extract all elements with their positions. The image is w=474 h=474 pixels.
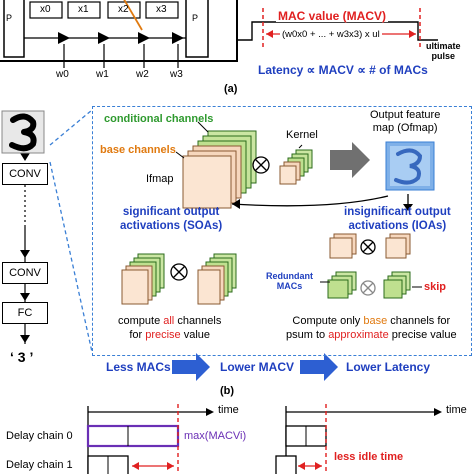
caption-b: (b) (220, 385, 235, 397)
w-label-0: w0 (56, 69, 69, 80)
macv-title: MAC value (MACV) (276, 9, 389, 23)
pulse-gen-block-left (3, 0, 25, 58)
x-box-0 (29, 1, 63, 19)
output-label: ‘ 3 ’ (10, 349, 34, 365)
kernel-stack (279, 149, 313, 185)
w-label-1: w1 (96, 69, 109, 80)
orange-arrow (123, 0, 143, 31)
ioa-label: insignificant output activations (IOAs) (344, 206, 451, 232)
gray-arrow (330, 142, 370, 178)
redundant-macs-label: Redundant MACs (266, 271, 313, 291)
soa-kernel-stack (197, 253, 237, 305)
soa-label: significant output activations (SOAs) (120, 206, 223, 232)
ofmap-label: Output feature map (Ofmap) (370, 109, 441, 134)
conditional-channels-label: conditional channels (104, 113, 214, 125)
buffer-icons (58, 32, 184, 44)
time-label-right: time (446, 404, 467, 416)
delay-chain-1-label: Delay chain 1 (6, 459, 73, 471)
delay-chain-0-label: Delay chain 0 (6, 430, 73, 442)
detail-dashed-box (92, 106, 472, 356)
soa-ifmap-stack (121, 253, 165, 305)
x-label-1: x1 (78, 4, 89, 15)
macv-formula: (w0x0 + ... + w3x3) x ul (280, 29, 382, 40)
x-label-3: x3 (156, 4, 167, 15)
x-label-0: x0 (40, 4, 51, 15)
flow-lower-latency: Lower Latency (346, 360, 431, 374)
flow-lower-macv: Lower MACV (220, 360, 295, 374)
ultimate-pulse-label: ultimate pulse (426, 41, 461, 61)
conv-box-1: CONV (2, 163, 48, 185)
pulse-gen-block-right (185, 0, 209, 58)
less-idle-time-label: less idle time (334, 451, 404, 463)
ioa-base-stack (329, 233, 357, 259)
left-compute-caption: compute all channels for precise value (118, 315, 222, 342)
base-channels-label: base channels (100, 144, 176, 156)
x-box-3 (145, 1, 179, 19)
flow-arrow-2 (300, 353, 338, 381)
p-label-left: P (6, 13, 13, 23)
fc-box: FC (2, 302, 48, 324)
ifmap-label: Ifmap (146, 173, 174, 185)
delay-chain-0-bar (86, 424, 180, 448)
w-label-2: w2 (136, 69, 149, 80)
x-box-1 (67, 1, 101, 19)
conv-box-2: CONV (2, 262, 48, 284)
flow-arrow-1 (172, 353, 210, 381)
pulse-waveform (236, 21, 438, 41)
skip-label: skip (424, 281, 447, 293)
redundant-macs-stack (327, 271, 357, 299)
flow-less-macs: Less MACs (106, 360, 171, 374)
kernel-label: Kernel (286, 129, 318, 141)
latency-relation: Latency ∝ MACV ∝ # of MACs (258, 63, 428, 77)
ifmap-stack (182, 130, 257, 209)
x-label-2: x2 (118, 4, 129, 15)
caption-a: (a) (224, 83, 238, 95)
time-label-left: time (218, 404, 239, 416)
max-macv-label: max(MACVi) (184, 430, 247, 442)
p-label-right: P (192, 13, 199, 23)
w-label-3: w3 (170, 69, 183, 80)
right-compute-caption: Compute only base channels for psum to a… (286, 315, 457, 342)
accelerator-box (0, 0, 238, 62)
